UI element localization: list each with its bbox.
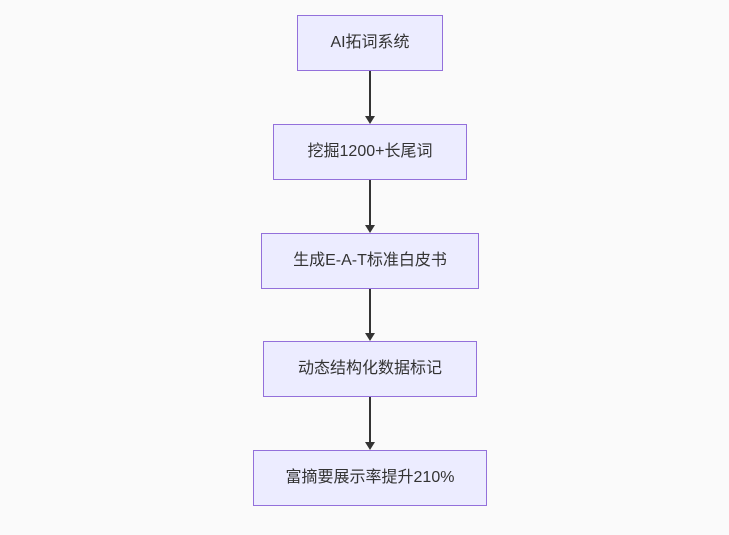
flow-node-label: 动态结构化数据标记 xyxy=(297,360,442,377)
flow-node-label: AI拓词系统 xyxy=(330,34,410,51)
arrow-connector xyxy=(364,397,376,450)
arrow-connector xyxy=(364,289,376,341)
flow-node-label: 生成E-A-T标准白皮书 xyxy=(293,252,447,269)
flow-node-eat-whitepaper: 生成E-A-T标准白皮书 xyxy=(261,233,479,289)
flow-node-rich-snippet-result: 富摘要展示率提升210% xyxy=(253,450,487,506)
arrow-down-icon xyxy=(365,116,375,124)
arrow-down-icon xyxy=(365,333,375,341)
arrow-line xyxy=(369,289,371,333)
flow-node-ai-word-system: AI拓词系统 xyxy=(297,15,443,71)
arrow-line xyxy=(369,180,371,225)
arrow-line xyxy=(369,71,371,116)
arrow-line xyxy=(369,397,371,442)
arrow-connector xyxy=(364,71,376,124)
flow-node-longtail-mining: 挖掘1200+长尾词 xyxy=(273,124,467,180)
flow-node-label: 富摘要展示率提升210% xyxy=(285,469,455,486)
arrow-down-icon xyxy=(365,442,375,450)
flow-node-structured-data: 动态结构化数据标记 xyxy=(263,341,477,397)
arrow-connector xyxy=(364,180,376,233)
flow-node-label: 挖掘1200+长尾词 xyxy=(307,143,433,160)
arrow-down-icon xyxy=(365,225,375,233)
